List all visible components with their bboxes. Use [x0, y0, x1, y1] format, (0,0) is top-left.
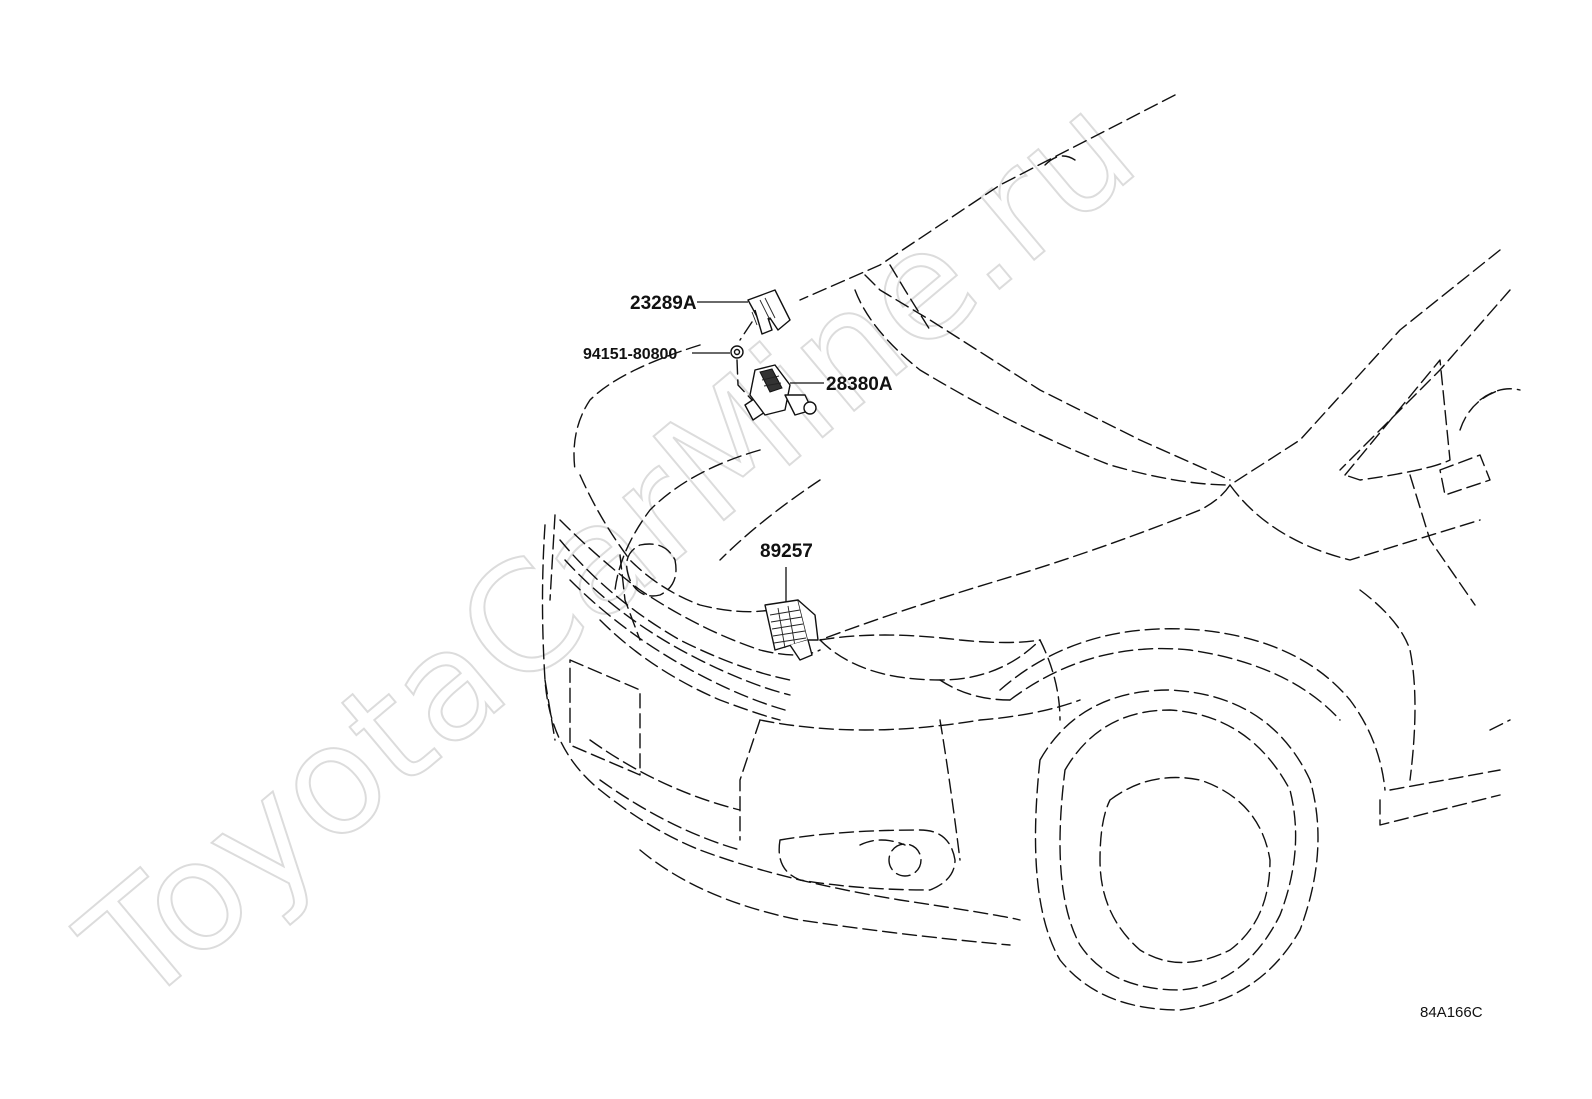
- callout-89257[interactable]: 89257: [760, 541, 813, 562]
- car-outline: [541, 94, 1521, 1011]
- part-28380a-sensor: [744, 364, 817, 421]
- part-23289a-bracket: [747, 289, 791, 335]
- part-94151-nut: [730, 345, 744, 359]
- watermark-text: ToyotaCarMine.ru: [51, 62, 1167, 1038]
- callout-28380a[interactable]: 28380A: [826, 374, 893, 395]
- part-89257-module: [764, 599, 819, 661]
- diagram-code: 84A166C: [1420, 1004, 1483, 1021]
- callout-23289a[interactable]: 23289A: [630, 293, 697, 314]
- callout-94151-80800[interactable]: 94151-80800: [583, 346, 677, 363]
- callout-leaders: [692, 301, 824, 602]
